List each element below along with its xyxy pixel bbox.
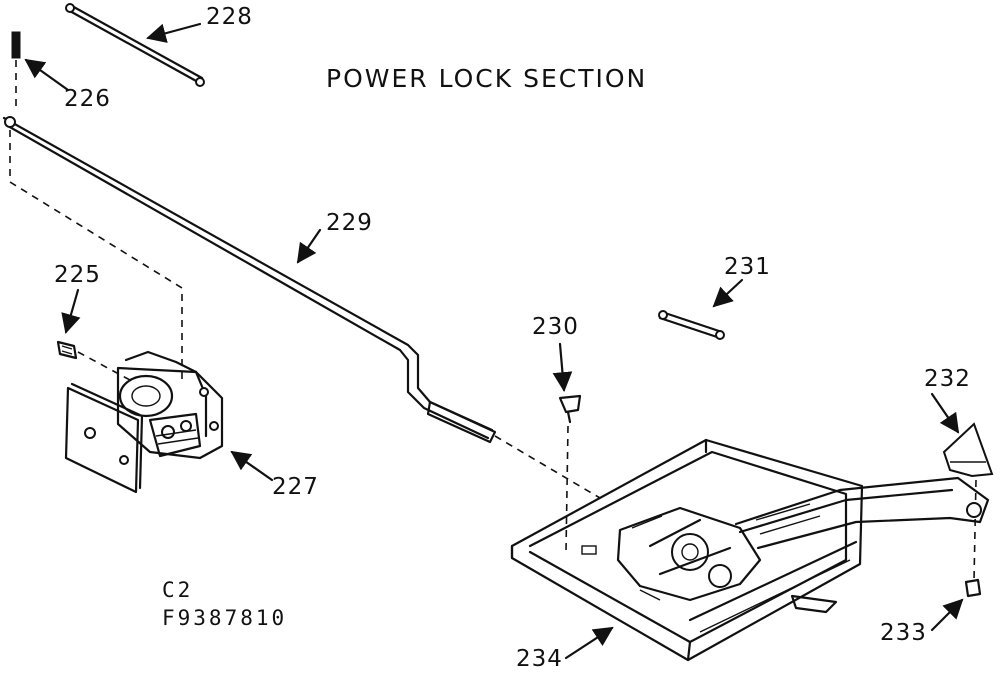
part-label-226: 225 bbox=[54, 262, 101, 288]
part-228-rod bbox=[65, 3, 205, 87]
part-label-234: 234 bbox=[516, 646, 563, 672]
part-label-233: 233 bbox=[880, 620, 927, 646]
part-label-231: 231 bbox=[724, 254, 771, 280]
part-233-screw bbox=[964, 578, 982, 598]
diagram-title: POWER LOCK SECTION bbox=[326, 64, 648, 93]
part-label-227: 226 bbox=[64, 86, 111, 112]
part-229-rod bbox=[2, 116, 601, 499]
part-label-229: 229 bbox=[326, 210, 373, 236]
part-225-motor-assembly bbox=[64, 350, 224, 494]
part-label-225: 227 bbox=[272, 474, 319, 500]
part-label-228: 228 bbox=[206, 4, 253, 30]
part-231-link bbox=[658, 310, 725, 340]
part-232-cap bbox=[942, 422, 994, 581]
part-label-230: 230 bbox=[532, 314, 579, 340]
assembly-guide-lines bbox=[9, 130, 183, 381]
part-227-clip bbox=[11, 31, 21, 112]
part-label-232: 232 bbox=[924, 366, 971, 392]
part-226-screw bbox=[56, 340, 78, 360]
part-230-pin bbox=[558, 394, 582, 553]
part-234-tray bbox=[510, 438, 990, 662]
leader-lines bbox=[24, 22, 964, 660]
diagram-code-line-1: C2 bbox=[162, 578, 194, 602]
diagram-code-line-2: F9387810 bbox=[162, 606, 288, 630]
